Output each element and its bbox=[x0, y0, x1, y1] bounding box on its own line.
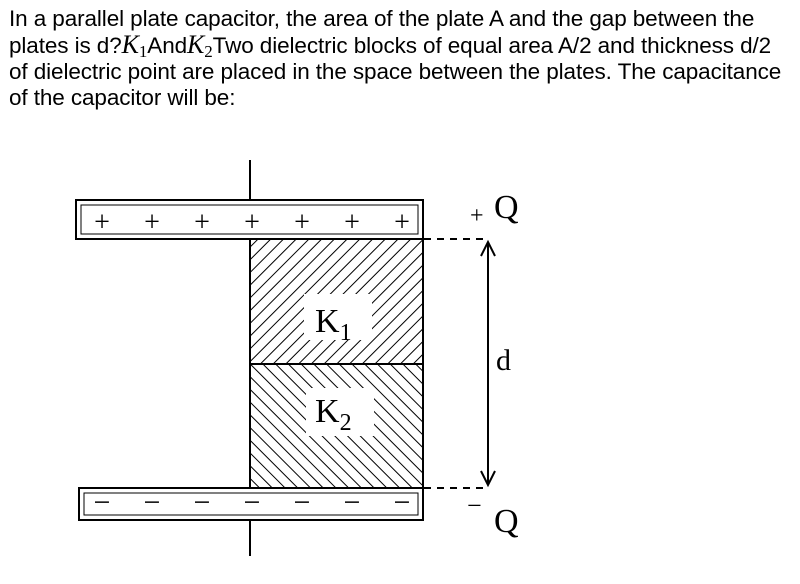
plus-sign: + bbox=[94, 207, 110, 238]
plus-sign: + bbox=[344, 207, 360, 238]
minus-sign: − bbox=[394, 486, 411, 519]
question-conjunction: And bbox=[147, 33, 188, 58]
top-charge-label: + Q bbox=[470, 189, 519, 229]
gap-dimension-arrow: d bbox=[480, 239, 511, 488]
plus-sign: + bbox=[244, 207, 260, 238]
svg-text:+: + bbox=[470, 203, 484, 229]
question-part-1: In a parallel plate capacitor, the area … bbox=[9, 6, 755, 58]
question-text: In a parallel plate capacitor, the area … bbox=[9, 6, 794, 111]
svg-text:Q: Q bbox=[494, 189, 519, 226]
plus-sign: + bbox=[294, 207, 310, 238]
k1-symbol: K1 bbox=[121, 30, 148, 61]
plus-sign: + bbox=[144, 207, 160, 238]
top-plate: + + + + + + + bbox=[75, 199, 424, 240]
minus-sign: − bbox=[294, 486, 311, 519]
question-part-2: Two dielectric blocks of equal area A/2 … bbox=[9, 33, 782, 110]
k2-symbol: K2 bbox=[187, 30, 213, 61]
dielectric-k2-block: K2 bbox=[249, 363, 424, 489]
dielectric-k1-block: K1 bbox=[249, 238, 424, 365]
minus-sign: − bbox=[94, 486, 111, 519]
svg-text:Q: Q bbox=[494, 503, 519, 540]
minus-sign: − bbox=[194, 486, 211, 519]
k2-label: K2 bbox=[315, 393, 352, 436]
k1-label: K1 bbox=[315, 303, 352, 346]
minus-sign: − bbox=[144, 486, 161, 519]
bottom-plate: − − − − − − − bbox=[78, 486, 424, 521]
minus-sign: − bbox=[244, 486, 261, 519]
svg-text:−: − bbox=[467, 491, 482, 520]
gap-label-d: d bbox=[496, 344, 511, 377]
plus-sign: + bbox=[194, 207, 210, 238]
minus-sign: − bbox=[344, 486, 361, 519]
bottom-charge-label: − Q bbox=[467, 491, 519, 540]
plus-sign: + bbox=[394, 207, 410, 238]
